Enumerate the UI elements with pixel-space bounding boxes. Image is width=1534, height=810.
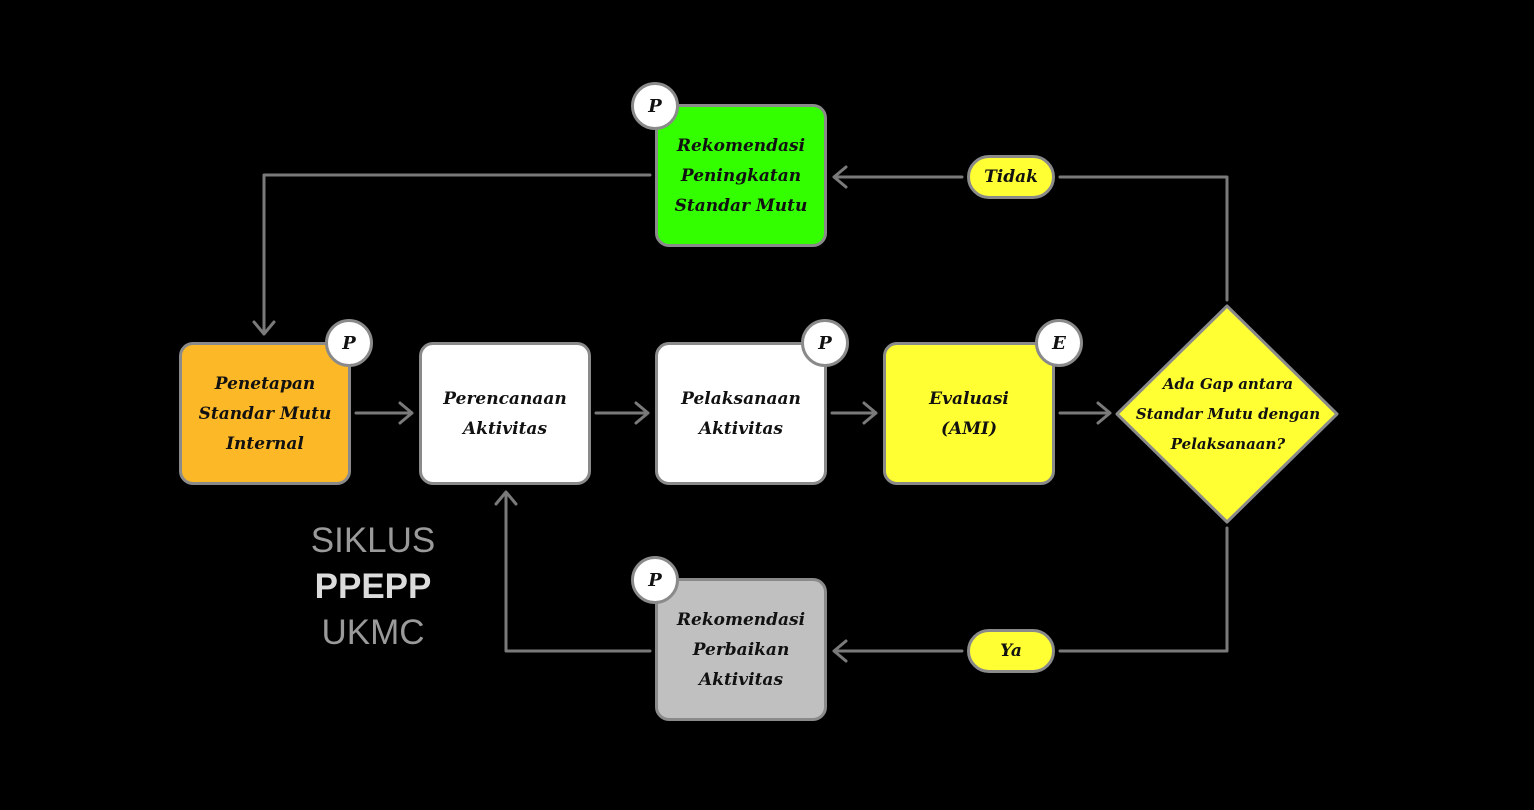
cycle-title: SIKLUS PPEPP UKMC	[300, 518, 446, 656]
rek-peningkatan-badge: P	[631, 82, 679, 130]
perencanaan-label: Perencanaan Aktivitas	[443, 388, 567, 439]
evaluasi-badge: E	[1035, 319, 1083, 367]
line-gap-to-ya	[1058, 526, 1229, 653]
gap-decision-diamond	[1115, 304, 1339, 524]
arrow-rek-perbaikan-to-perencanaan	[494, 490, 652, 653]
penetapan-box: Penetapan Standar Mutu Internal	[179, 342, 351, 485]
rek-peningkatan-box: Rekomendasi Peningkatan Standar Mutu	[655, 104, 827, 247]
penetapan-badge: P	[325, 319, 373, 367]
penetapan-label: Penetapan Standar Mutu Internal	[198, 373, 332, 454]
line-gap-to-tidak	[1058, 175, 1229, 302]
perencanaan-box: Perencanaan Aktivitas	[419, 342, 591, 485]
pelaksanaan-box: Pelaksanaan Aktivitas	[655, 342, 827, 485]
rek-perbaikan-label: Rekomendasi Perbaikan Aktivitas	[676, 609, 806, 690]
evaluasi-label: Evaluasi (AMI)	[929, 388, 1009, 439]
gap-question: Ada Gap antara Standar Mutu dengan Pelak…	[1135, 375, 1321, 453]
pelaksanaan-label: Pelaksanaan Aktivitas	[681, 388, 801, 439]
pelaksanaan-badge: P	[801, 319, 849, 367]
arrow-perencanaan-to-pelaksanaan	[594, 401, 650, 425]
arrow-penetapan-to-perencanaan	[354, 401, 414, 425]
title-line-3: UKMC	[321, 613, 425, 652]
arrow-rek-peningkatan-to-penetapan	[252, 173, 652, 336]
title-line-2: PPEPP	[314, 567, 432, 606]
rek-peningkatan-label: Rekomendasi Peningkatan Standar Mutu	[674, 135, 808, 216]
rek-perbaikan-badge: P	[631, 556, 679, 604]
tidak-label: Tidak	[967, 155, 1055, 199]
evaluasi-box: Evaluasi (AMI)	[883, 342, 1055, 485]
title-line-1: SIKLUS	[310, 521, 436, 560]
arrow-tidak-to-rek-peningkatan	[832, 165, 964, 189]
arrow-pelaksanaan-to-evaluasi	[830, 401, 878, 425]
rek-perbaikan-box: Rekomendasi Perbaikan Aktivitas	[655, 578, 827, 721]
arrow-ya-to-rek-perbaikan	[832, 639, 964, 663]
ya-label: Ya	[967, 629, 1055, 673]
arrow-evaluasi-to-gap	[1058, 401, 1112, 425]
